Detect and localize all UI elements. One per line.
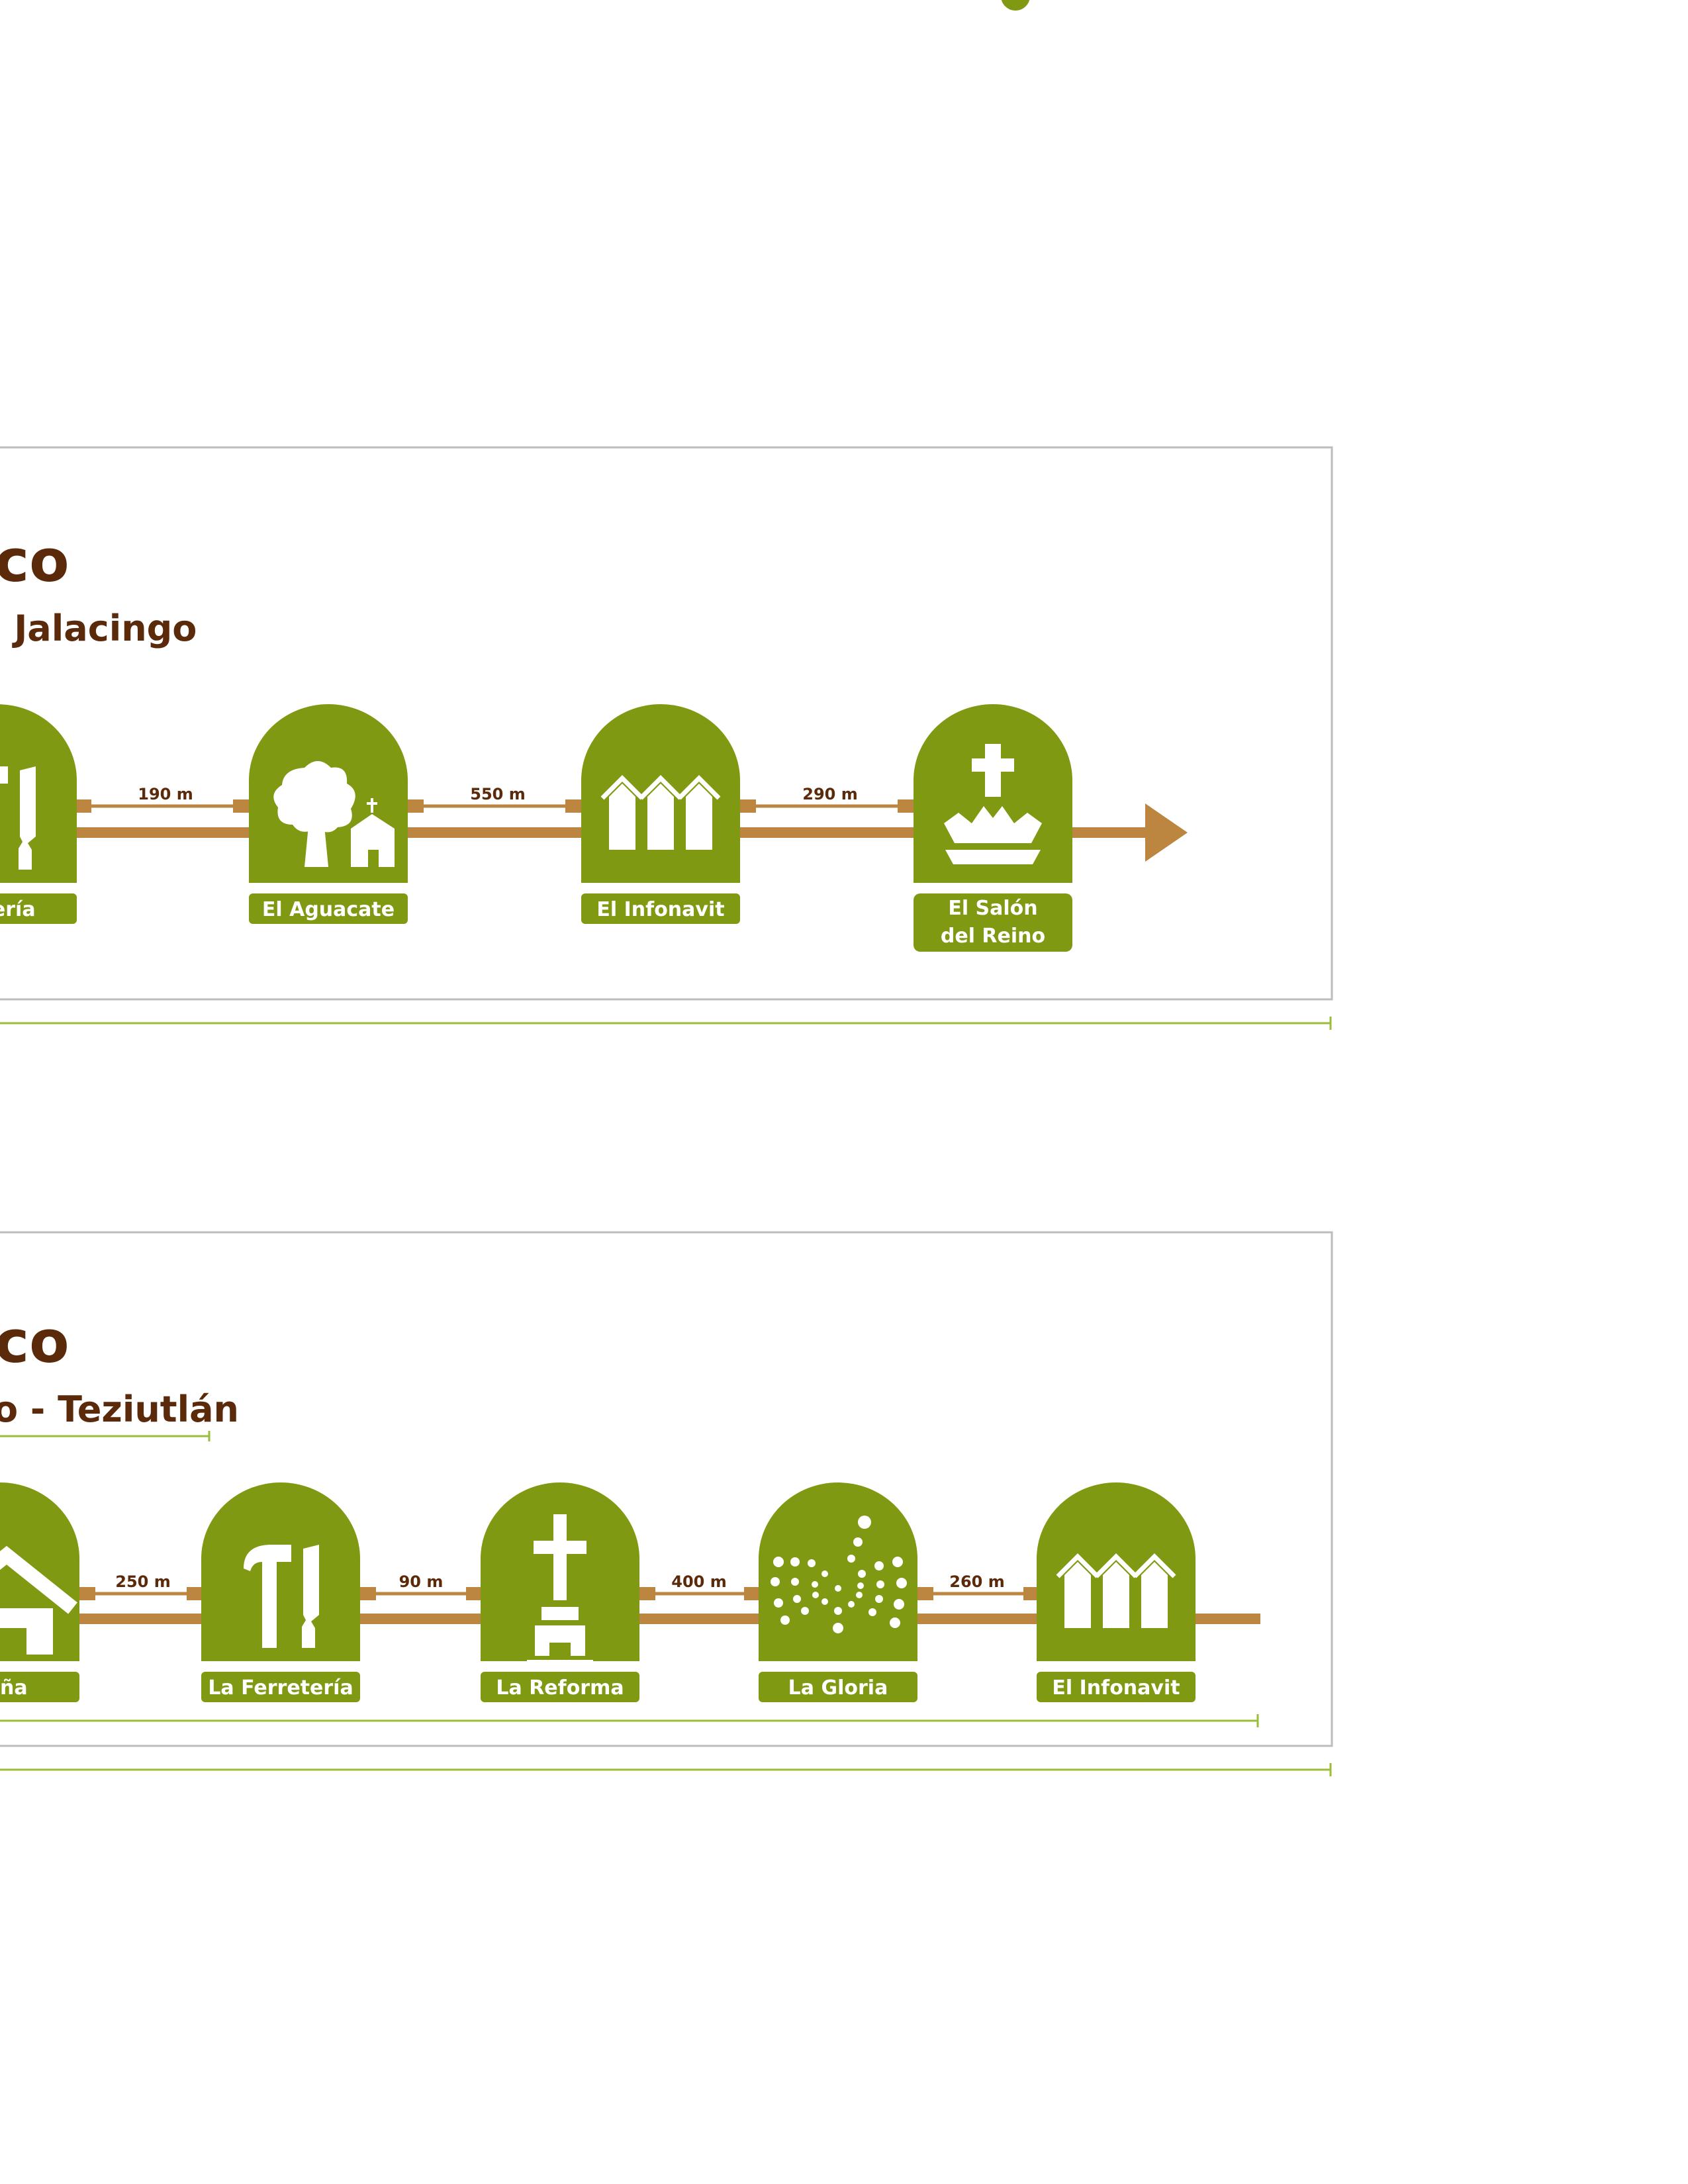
stop-ferreteria-partial: retería	[0, 704, 77, 924]
distance-segment: 90 m	[360, 1572, 482, 1600]
stop-el-infonavit: El Infonavit	[1037, 1482, 1196, 1702]
route-panel-teziutlan: co o - Teziutlán 250 m 90 m 400 m	[0, 1231, 1333, 1776]
distance-segment: 550 m	[408, 785, 581, 813]
distance-segment: 290 m	[740, 785, 914, 813]
houses-icon	[602, 778, 719, 850]
panel-title: co	[0, 1308, 70, 1376]
route-panel-jalacingo: co - Jalacingo 190 m 550 m 290 m	[0, 446, 1333, 1030]
distance-label: 290 m	[802, 785, 857, 803]
distance-label: 250 m	[115, 1572, 170, 1591]
stop-label: La Ferretería	[208, 1676, 353, 1700]
distance-segment: 250 m	[79, 1572, 203, 1600]
stop-el-infonavit: El Infonavit	[581, 704, 740, 924]
stop-la-reforma: La Reforma	[481, 1482, 639, 1702]
stop-cabana-partial: baña	[0, 1482, 79, 1702]
distance-label: 550 m	[470, 785, 525, 803]
distance-segment: 260 m	[917, 1572, 1039, 1600]
stop-label: La Gloria	[788, 1676, 888, 1700]
stop-label-line-2: del Reino	[941, 925, 1045, 948]
panel-subtitle: - Jalacingo	[0, 608, 197, 649]
panel-subtitle: o - Teziutlán	[0, 1388, 239, 1430]
distance-label: 90 m	[399, 1572, 444, 1591]
top-green-mark	[1001, 0, 1030, 11]
panel-title: co	[0, 527, 70, 595]
stop-label: La Reforma	[496, 1676, 624, 1700]
stop-la-ferreteria: La Ferretería	[201, 1482, 360, 1702]
stop-label: retería	[0, 898, 36, 921]
stop-label: baña	[0, 1676, 28, 1700]
stop-el-aguacate: El Aguacate	[249, 704, 408, 924]
route-arrow-icon	[1145, 803, 1188, 862]
stop-el-salon-del-reino: El Salón del Reino	[914, 704, 1072, 952]
stop-label-line-1: El Salón	[948, 897, 1037, 920]
stop-la-gloria: La Gloria	[759, 1482, 917, 1702]
distance-label: 400 m	[671, 1572, 726, 1591]
distance-segment: 400 m	[639, 1572, 760, 1600]
houses-icon	[1058, 1557, 1174, 1628]
distance-label: 190 m	[138, 785, 193, 803]
stop-label: El Infonavit	[596, 898, 724, 921]
distance-label: 260 m	[949, 1572, 1004, 1591]
distance-segment: 190 m	[75, 785, 249, 813]
stop-label: El Aguacate	[262, 898, 395, 921]
stop-label: El Infonavit	[1052, 1676, 1180, 1700]
